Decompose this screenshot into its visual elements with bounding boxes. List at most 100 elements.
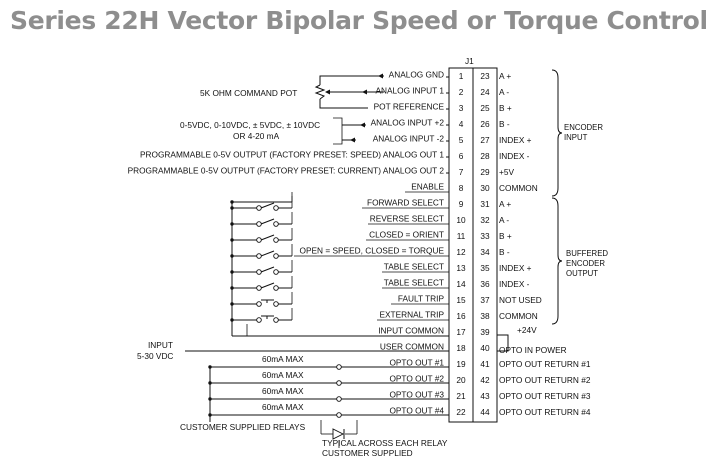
pin-label: B + [499, 103, 512, 113]
pin-label: OPTO OUT #3 [389, 390, 444, 400]
pin-label: PROGRAMMABLE 0-5V OUTPUT (FACTORY PRESET… [128, 166, 445, 176]
pin-label: ANALOG GND [389, 70, 444, 80]
opto-contact [336, 380, 342, 386]
switch-contact [256, 237, 262, 243]
switch-blade [260, 266, 275, 273]
pin-number: 18 [456, 343, 466, 353]
pin-label: A + [499, 71, 511, 81]
pin-number: 20 [456, 375, 466, 385]
analog2-minus-arrow [350, 137, 355, 143]
pin-label: POT REFERENCE [374, 102, 445, 112]
buffered-label: BUFFERED [566, 249, 608, 258]
pin-label: OPTO OUT #4 [389, 406, 444, 416]
buffered-label-3: OUTPUT [566, 269, 598, 278]
switch-contact [273, 237, 279, 243]
pot-wiper-arrow [325, 89, 330, 95]
pin-label: PROGRAMMABLE 0-5V OUTPUT (FACTORY PRESET… [140, 150, 444, 160]
switch-contact [256, 301, 262, 307]
pin-number: 6 [459, 151, 464, 161]
input-voltage-label: 5-30 VDC [137, 351, 173, 361]
pin-number: 35 [480, 263, 490, 273]
pin-number: 5 [459, 135, 464, 145]
pin-label: ANALOG INPUT +2 [371, 118, 445, 128]
pin-number: 1 [459, 71, 464, 81]
encoder-input-brace [551, 69, 563, 197]
switch-contact [273, 205, 279, 211]
pin-number: 15 [456, 295, 466, 305]
switch-blade [260, 234, 275, 241]
analog2-bracket [333, 117, 343, 145]
pot-wire-bottom [319, 99, 368, 109]
pin-label: OPTO OUT RETURN #4 [499, 407, 591, 417]
pot-resistor [314, 84, 326, 100]
typical-label: TYPICAL ACROSS EACH RELAY [322, 438, 448, 448]
pin-number: 9 [459, 199, 464, 209]
switch-contact [273, 285, 279, 291]
bus-junction [230, 238, 234, 242]
pin-number: 8 [459, 183, 464, 193]
wiring [185, 69, 563, 448]
pin-label: INDEX + [499, 135, 532, 145]
pin-label: ENABLE [411, 182, 444, 192]
pin-label: COMMON [499, 183, 538, 193]
pot-wire-top [319, 75, 384, 85]
bus-junction [230, 222, 234, 226]
pin-number: 2 [459, 87, 464, 97]
switch-contact [273, 221, 279, 227]
pin-number: 43 [480, 391, 490, 401]
pin-number: 17 [456, 327, 466, 337]
pin-label: NOT USED [499, 295, 542, 305]
switch-contact [256, 253, 262, 259]
max-current-label-2: 60mA MAX [262, 370, 304, 380]
pin-number: 31 [480, 199, 490, 209]
connector-label: J1 [465, 56, 474, 66]
pin-number: 16 [456, 311, 466, 321]
customer-relays-label: CUSTOMER SUPPLIED RELAYS [180, 422, 306, 432]
pin-number: 11 [457, 231, 466, 241]
page-title: Series 22H Vector Bipolar Speed or Torqu… [10, 6, 708, 35]
buffered-encoder-brace [551, 197, 563, 325]
pin-label: REVERSE SELECT [370, 214, 444, 224]
pin2-arrow [362, 89, 367, 95]
pin-number: 7 [459, 167, 464, 177]
pin-label: ANALOG INPUT 1 [375, 86, 444, 96]
pin-number: 28 [480, 151, 490, 161]
pin-label: EXTERNAL TRIP [379, 310, 444, 320]
pin-label: OPTO OUT #2 [389, 374, 444, 384]
pin-number: 23 [480, 71, 490, 81]
bus-junction [230, 318, 234, 322]
buffered-label-2: ENCODER [566, 259, 605, 268]
opto-jumper [497, 334, 509, 352]
pin-number: 19 [456, 359, 466, 369]
analog2-plus-arrow [360, 122, 365, 128]
pin-number: 30 [480, 183, 490, 193]
switch-contact [273, 301, 279, 307]
pin-label: TABLE SELECT [384, 262, 444, 272]
pin-label: ANALOG INPUT -2 [373, 134, 445, 144]
pin-label: INPUT COMMON [378, 326, 444, 336]
pin-number: 25 [480, 103, 490, 113]
pin-label: CLOSED = ORIENT [369, 230, 444, 240]
pin-label: INDEX - [499, 279, 530, 289]
switch-contact [256, 205, 262, 211]
max-current-label-1: 60mA MAX [262, 354, 304, 364]
encoder-input-label-2: INPUT [564, 133, 588, 142]
analog-range-label: 0-5VDC, 0-10VDC, ± 5VDC, ± 10VDC [180, 120, 320, 130]
bus-junction [230, 254, 234, 258]
pin-number: 37 [480, 295, 490, 305]
pin-label: TABLE SELECT [384, 278, 444, 288]
pin-number: 33 [480, 231, 490, 241]
pin-number: 38 [480, 311, 490, 321]
pin-number: 34 [480, 247, 490, 257]
pin-label: COMMON [499, 311, 538, 321]
bus-junction [230, 286, 234, 290]
pin-label: B - [499, 247, 510, 257]
pin-label: +5V [499, 167, 514, 177]
pin-label: OPEN = SPEED, CLOSED = TORQUE [300, 246, 445, 256]
pin-number: 29 [480, 167, 490, 177]
pin-label: OPTO OUT RETURN #2 [499, 375, 591, 385]
encoder-input-label: ENCODER [564, 123, 603, 132]
pin-label: B - [499, 119, 510, 129]
